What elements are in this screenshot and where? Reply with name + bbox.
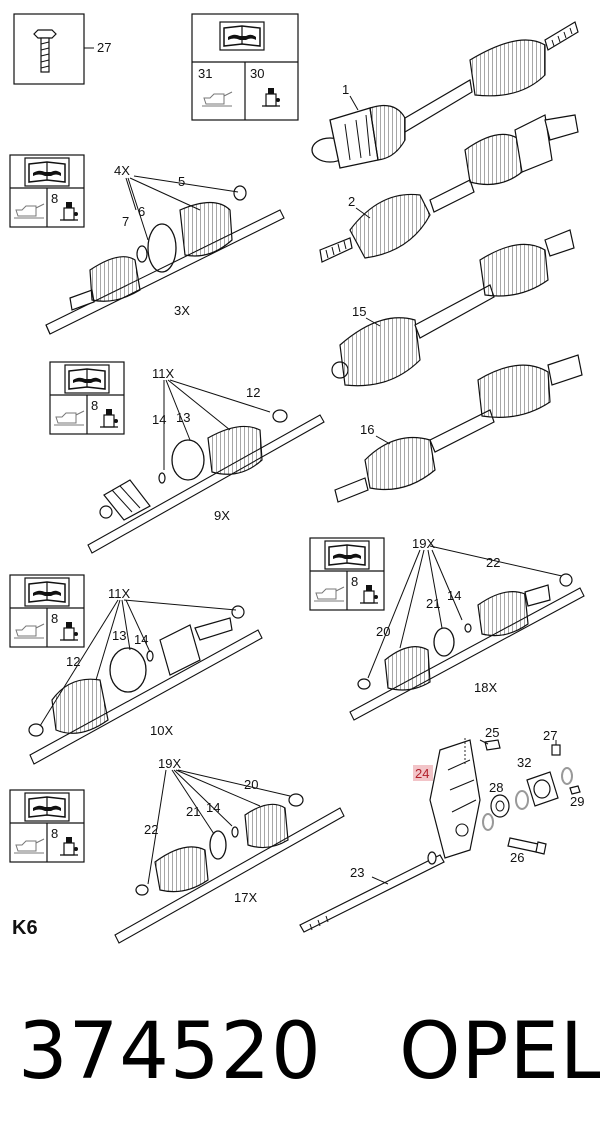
callout-8: 8	[51, 826, 58, 841]
callout-8: 8	[51, 191, 58, 206]
repair-kit-9x: 8 11X 12 13 14 9X	[49, 361, 325, 554]
callout-29: 29	[570, 794, 584, 809]
callout-19x: 19X	[158, 756, 181, 771]
repair-kit-18x: 8 19X 22 21 14 20 18X	[309, 536, 585, 721]
manual-box-small-2: 8	[49, 361, 125, 435]
callout-10x: 10X	[150, 723, 173, 738]
callout-32: 32	[517, 755, 531, 770]
callout-2: 2	[348, 194, 355, 209]
callout-21: 21	[186, 804, 200, 819]
manual-box-top: 31 30	[191, 13, 299, 121]
drive-shaft-2: 2	[319, 114, 579, 263]
callout-19x: 19X	[412, 536, 435, 551]
callout-24[interactable]: 24	[415, 766, 429, 781]
callout-6: 6	[138, 204, 145, 219]
callout-21: 21	[426, 596, 440, 611]
callout-18x: 18X	[474, 680, 497, 695]
callout-8: 8	[51, 611, 58, 626]
repair-kit-3x: 8 4X 5 6 7 3X	[9, 154, 285, 335]
callout-11x: 11X	[152, 366, 174, 381]
manual-book-icon	[64, 364, 110, 394]
callout-14: 14	[206, 800, 220, 815]
callout-14: 14	[447, 588, 461, 603]
exploded-parts-diagram: 27 31 30 1 2	[9, 13, 585, 944]
bolt-icon	[33, 29, 57, 73]
callout-5: 5	[178, 174, 185, 189]
highlight-box-24	[413, 765, 433, 781]
manual-box-small-3: 8	[9, 574, 85, 648]
drive-shaft-16: 16	[334, 354, 583, 503]
callout-9x: 9X	[214, 508, 230, 523]
manual-box-small-5: 8	[9, 789, 85, 863]
callout-22: 22	[144, 822, 158, 837]
callout-15: 15	[352, 304, 366, 319]
manual-box-small-1: 8	[9, 154, 85, 228]
manual-book-icon	[24, 577, 70, 607]
bolt-27-box: 27	[13, 13, 111, 85]
callout-20: 20	[244, 777, 258, 792]
callout-17x: 17X	[234, 890, 257, 905]
callout-11x: 11X	[108, 586, 130, 601]
manual-book-icon	[219, 21, 265, 51]
manual-book-icon	[324, 540, 370, 570]
drive-shaft-1: 1	[311, 21, 579, 169]
diagram-code: K6	[12, 917, 38, 939]
callout-22: 22	[486, 555, 500, 570]
callout-8: 8	[351, 574, 358, 589]
manual-book-icon	[24, 792, 70, 822]
callout-13: 13	[176, 410, 190, 425]
callout-30: 30	[250, 66, 264, 81]
manual-box-small-4: 8	[309, 537, 385, 611]
callout-31: 31	[198, 66, 212, 81]
repair-kit-10x: 8 11X 12 13 14 10X	[9, 574, 263, 765]
callout-28: 28	[489, 780, 503, 795]
callout-25: 25	[485, 725, 499, 740]
callout-16: 16	[360, 422, 374, 437]
callout-4x: 4X	[114, 163, 130, 178]
drive-shaft-15: 15	[331, 229, 575, 387]
callout-1: 1	[342, 82, 349, 97]
part-number: 374520	[18, 1007, 322, 1097]
callout-26: 26	[510, 850, 524, 865]
callout-7: 7	[122, 214, 129, 229]
callout-27: 27	[97, 40, 111, 55]
repair-kit-17x: 8 19X 20 21 14 22 17X	[9, 756, 345, 944]
brand-name: OPEL	[399, 1007, 600, 1097]
intermediate-shaft-assembly: 23 24 25 27 32 28 29 26	[299, 725, 584, 933]
callout-3x: 3X	[174, 303, 190, 318]
callout-14: 14	[134, 632, 148, 647]
callout-23: 23	[350, 865, 364, 880]
callout-12: 12	[246, 385, 260, 400]
callout-8: 8	[91, 398, 98, 413]
part-caption: 374520 OPEL	[18, 1002, 600, 1102]
callout-27: 27	[543, 728, 557, 743]
callout-13: 13	[112, 628, 126, 643]
manual-book-icon	[24, 157, 70, 187]
callout-20: 20	[376, 624, 390, 639]
callout-12: 12	[66, 654, 80, 669]
callout-14: 14	[152, 412, 166, 427]
